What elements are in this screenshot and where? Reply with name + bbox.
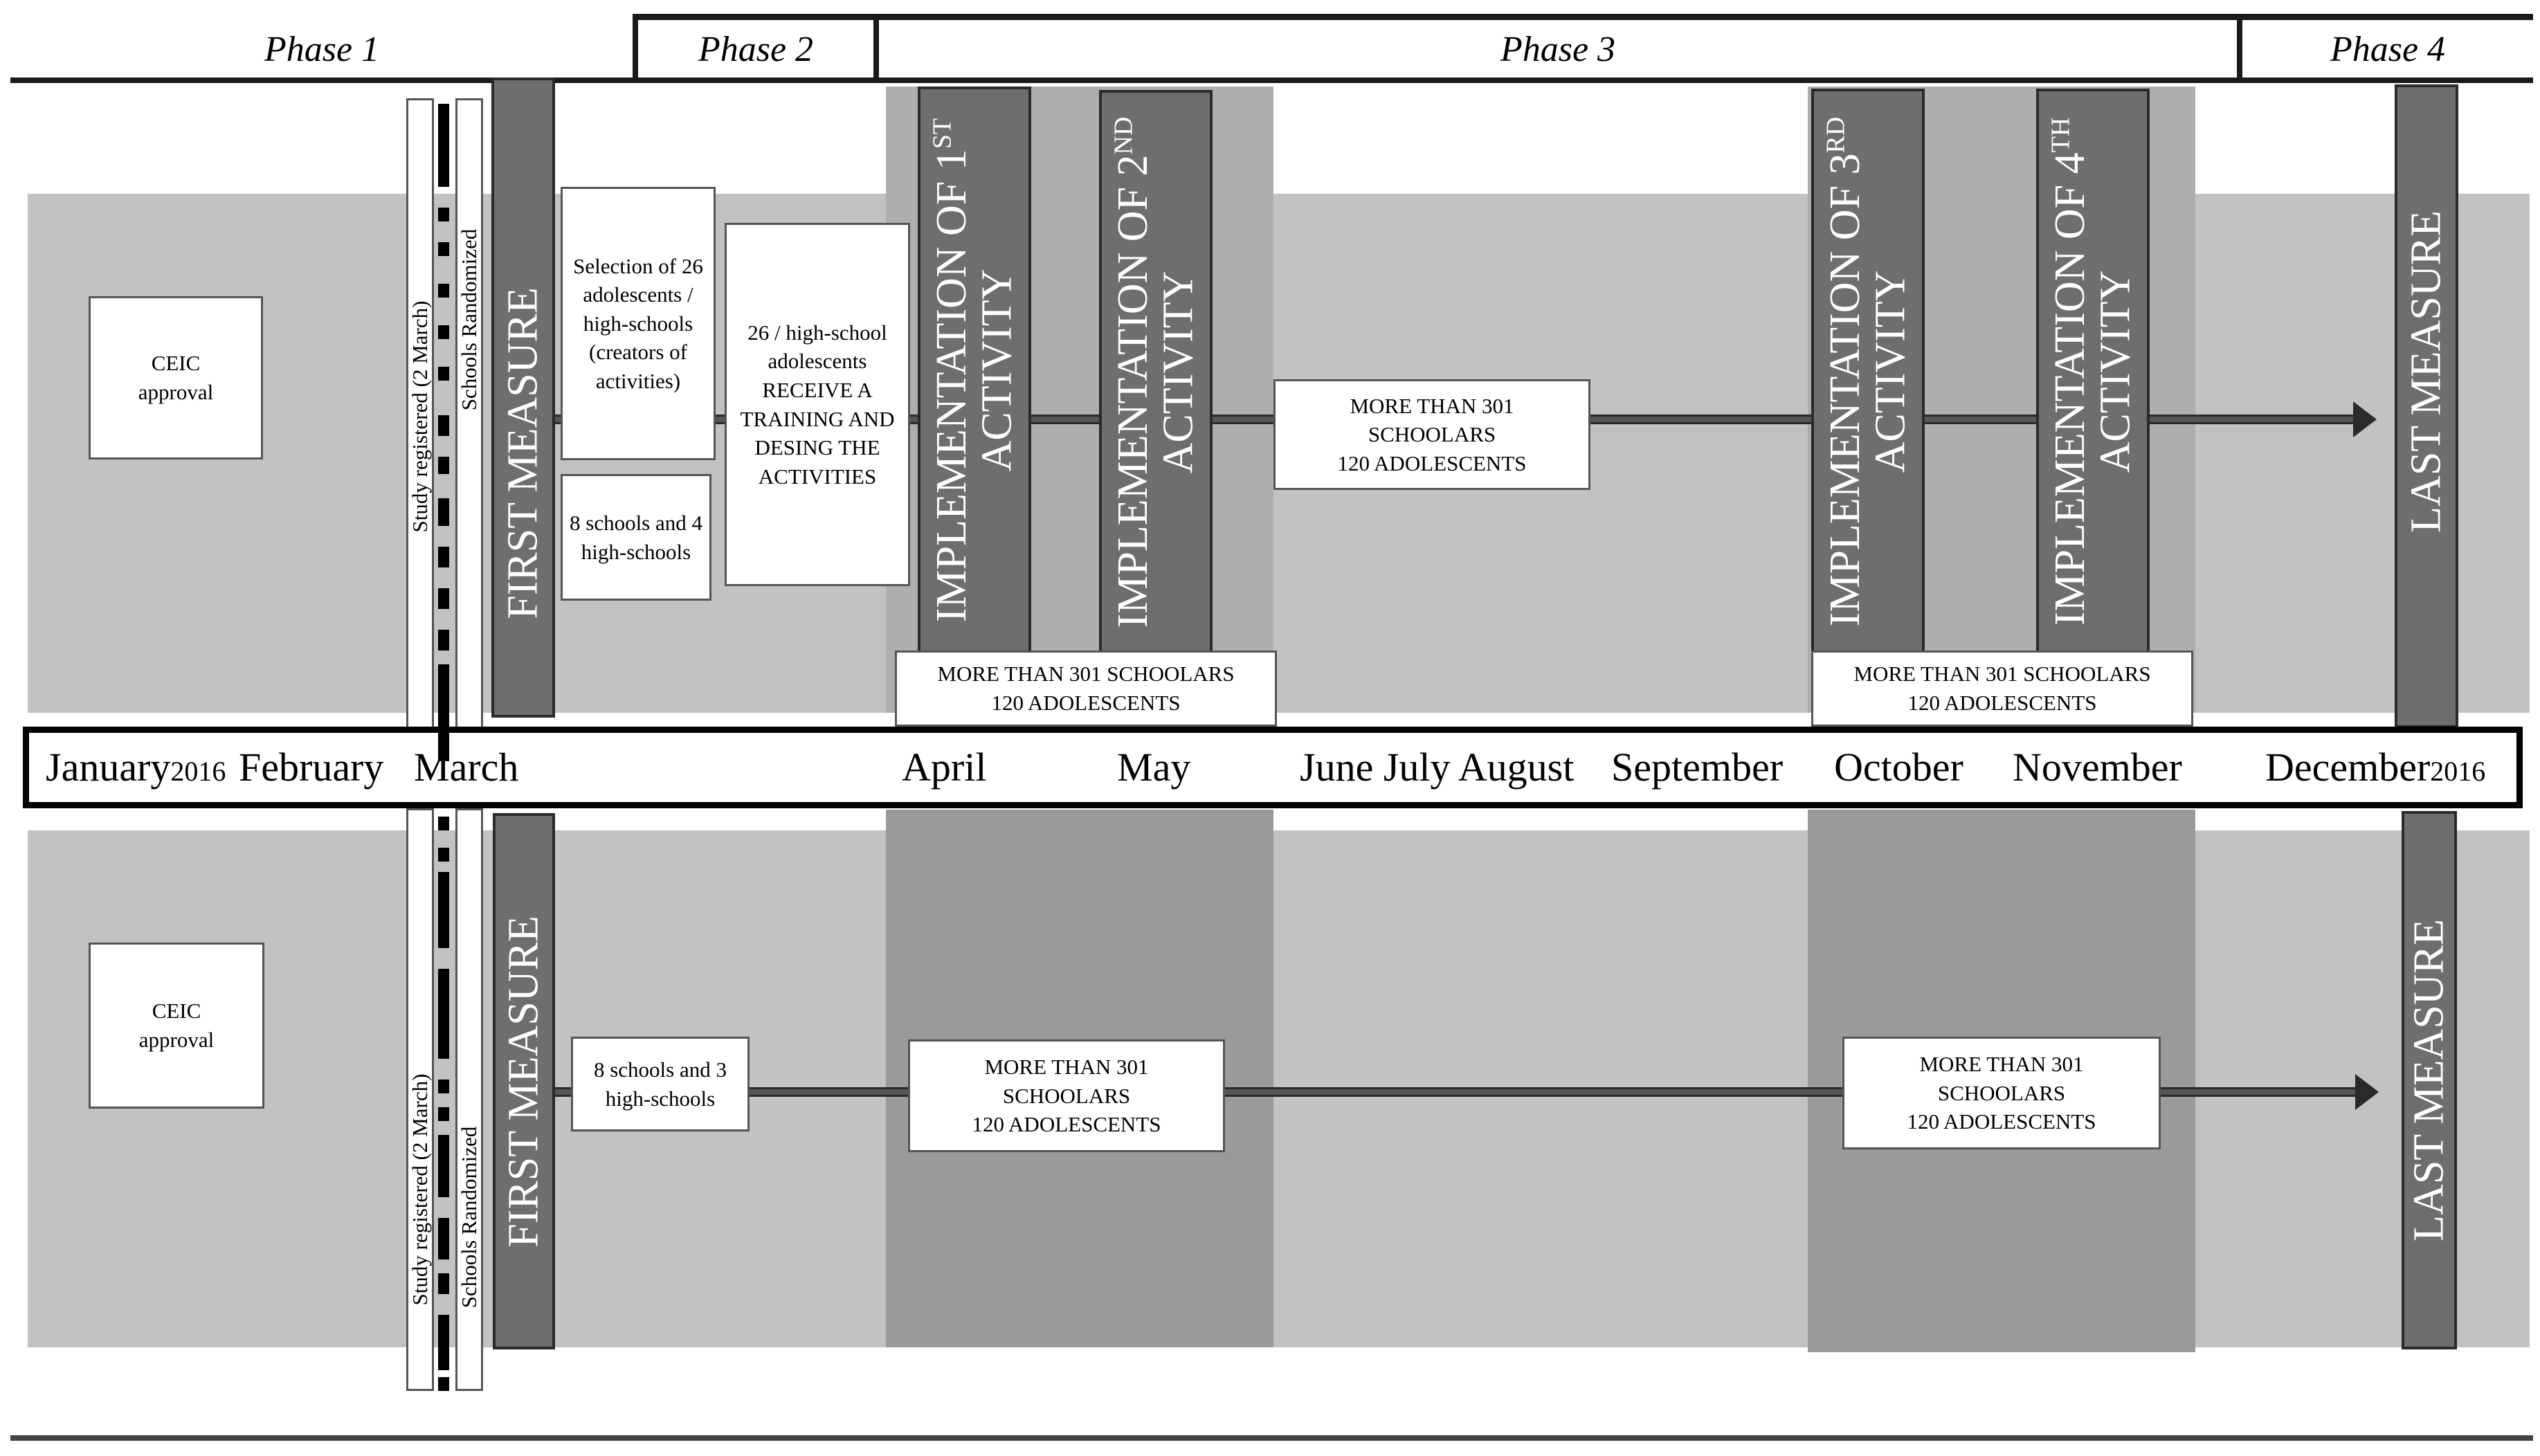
first-measure-label: FIRST MEASURE [499, 286, 547, 619]
marker-dash [438, 588, 449, 609]
schoolars-line: 120 ADOLESCENTS [1907, 1109, 2096, 1134]
schoolars-line: MORE THAN 301 [1919, 1052, 2084, 1077]
schoolars-line: 120 ADOLESCENTS [1337, 451, 1527, 475]
marker-dash [438, 817, 449, 830]
impl-1-bar: IMPLEMENTATION OF 1ST ACTIVITY [918, 87, 1031, 654]
marker-dash [438, 208, 449, 221]
schoolars-line: SCHOOLARS [1368, 422, 1496, 447]
schoolars-line: 120 ADOLESCENTS [972, 1112, 1161, 1137]
impl-2-bar: IMPLEMENTATION OF 2ND ACTIVITY [1099, 90, 1213, 654]
top-arrow-head [2353, 401, 2377, 437]
schoolars-line: MORE THAN 301 [984, 1055, 1149, 1080]
marker-dash [438, 1080, 449, 1093]
study-registered-label: Study registered (2 March) [408, 300, 432, 533]
month-november: November [2013, 745, 2182, 790]
bottom-ceic-approval: CEIC approval [89, 943, 264, 1109]
marker-dash [438, 284, 449, 298]
bottom-first-measure-bar: FIRST MEASURE [493, 813, 555, 1349]
marker-dash [438, 1273, 449, 1294]
month-february: February [239, 745, 384, 790]
schoolars-line: MORE THAN 301 SCHOOLARS [937, 662, 1235, 686]
impl-3-label: IMPLEMENTATION OF 3RD ACTIVITY [1821, 116, 1914, 626]
top-schools-randomized: Schools Randomized [455, 98, 483, 735]
marker-dash [438, 630, 449, 650]
month-september: September [1611, 745, 1784, 790]
phase-header-top-line [636, 14, 2533, 20]
top-schoolars-mid-box: MORE THAN 301 SCHOOLARS 120 ADOLESCENTS [1273, 379, 1590, 490]
bottom-schools-randomized: Schools Randomized [455, 808, 483, 1391]
last-measure-label: LAST MEASURE [2405, 919, 2453, 1241]
marker-dash [438, 367, 449, 381]
training-box: 26 / high-school adolescents RECEIVE A T… [725, 223, 910, 586]
phase-divider [2237, 14, 2242, 83]
marker-dash [438, 969, 449, 1059]
footer-rule [10, 1435, 2533, 1441]
month-june-july-august: June July August [1300, 745, 1575, 790]
impl-2-label: IMPLEMENTATION OF 2ND ACTIVITY [1109, 116, 1202, 628]
marker-dash [438, 1315, 449, 1370]
first-measure-label: FIRST MEASURE [500, 915, 547, 1248]
phase-divider [633, 14, 638, 83]
top-schoolars-left-box: MORE THAN 301 SCHOOLARS 120 ADOLESCENTS [895, 650, 1277, 727]
schools-randomized-label: Schools Randomized [457, 228, 481, 411]
marker-dash [438, 1218, 449, 1259]
marker-dash [438, 872, 449, 948]
schoolars-line: MORE THAN 301 SCHOOLARS [1853, 662, 2151, 686]
bottom-last-measure-bar: LAST MEASURE [2402, 811, 2457, 1349]
marker-dash [438, 848, 449, 862]
marker-dash [438, 415, 449, 436]
top-last-measure-bar: LAST MEASURE [2395, 84, 2458, 728]
marker-dash [438, 1377, 449, 1391]
last-measure-label: LAST MEASURE [2402, 210, 2450, 533]
marker-dash [438, 498, 449, 526]
marker-dash [438, 1135, 449, 1197]
schoolars-line: SCHOOLARS [1937, 1080, 2066, 1105]
impl-1-label: IMPLEMENTATION OF 1ST ACTIVITY [927, 118, 1021, 623]
marker-dash [438, 547, 449, 567]
top-schoolars-right-box: MORE THAN 301 SCHOOLARS 120 ADOLESCENTS [1811, 650, 2193, 727]
phase-divider [873, 14, 879, 83]
schoolars-line: 120 ADOLESCENTS [1907, 691, 2097, 715]
marker-dash [438, 325, 449, 339]
month-april: April [902, 745, 987, 790]
month-may: May [1117, 745, 1191, 790]
marker-dash [438, 457, 449, 474]
phase-4-label: Phase 4 [2330, 29, 2446, 69]
schoolars-line: SCHOOLARS [1002, 1083, 1131, 1108]
study-registered-label: Study registered (2 March) [408, 1073, 432, 1306]
year-start: 2016 [170, 756, 226, 787]
bottom-schools-box: 8 schools and 3 high-schools [571, 1037, 750, 1131]
schoolars-line: 120 ADOLESCENTS [991, 691, 1181, 715]
phase-1-label: Phase 1 [264, 29, 380, 69]
year-end: 2016 [2430, 756, 2486, 787]
marker-dash [438, 1107, 449, 1121]
schoolars-line: MORE THAN 301 [1350, 393, 1514, 418]
selection-box: Selection of 26 adolescents / high-schoo… [561, 187, 716, 460]
month-october: October [1834, 745, 1963, 790]
impl-4-label: IMPLEMENTATION OF 4TH ACTIVITY [2046, 117, 2139, 626]
schools-randomized-label: Schools Randomized [457, 1126, 481, 1309]
bottom-schoolars-right-box: MORE THAN 301 SCHOOLARS 120 ADOLESCENTS [1842, 1037, 2161, 1149]
impl-4-bar: IMPLEMENTATION OF 4TH ACTIVITY [2036, 89, 2150, 654]
marker-dash [438, 104, 449, 187]
month-march: March [414, 745, 519, 790]
top-ceic-approval: CEIC approval [89, 296, 263, 459]
top-schools-box: 8 schools and 4 high-schools [561, 474, 711, 601]
top-first-measure-bar: FIRST MEASURE [491, 78, 555, 718]
phase-3-label: Phase 3 [1500, 29, 1616, 69]
top-study-registered: Study registered (2 March) [406, 98, 434, 735]
phase-2-label: Phase 2 [698, 29, 814, 69]
bottom-study-registered: Study registered (2 March) [406, 808, 434, 1391]
bottom-schoolars-left-box: MORE THAN 301 SCHOOLARS 120 ADOLESCENTS [908, 1039, 1225, 1152]
impl-3-bar: IMPLEMENTATION OF 3RD ACTIVITY [1811, 89, 1925, 654]
bottom-arrow-head [2355, 1074, 2379, 1110]
phase-header-bottom-line [10, 78, 2533, 83]
marker-dash [438, 664, 449, 761]
marker-dash [438, 242, 449, 256]
